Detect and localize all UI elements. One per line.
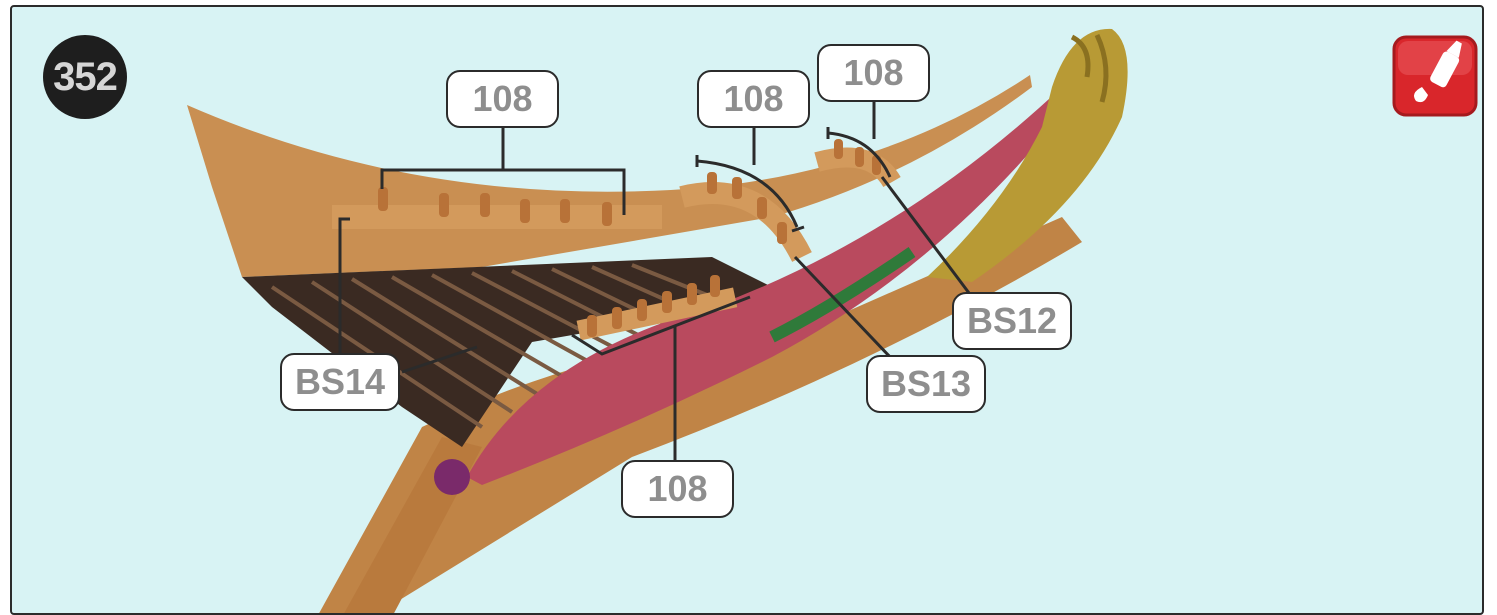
callout-part-bs13: BS13 xyxy=(866,355,986,413)
callout-part-bs12: BS12 xyxy=(952,292,1072,350)
callout-part-108-mid: 108 xyxy=(697,70,810,128)
instruction-panel: 352 108 108 108 108 BS14 BS13 BS12 xyxy=(10,5,1484,615)
step-number-badge: 352 xyxy=(43,35,127,119)
glue-bottle-icon xyxy=(1392,35,1478,117)
carving-decoration-bow xyxy=(434,459,470,495)
callout-part-108-bottom: 108 xyxy=(621,460,734,518)
callout-part-108-top-left: 108 xyxy=(446,70,559,128)
callout-part-108-right: 108 xyxy=(817,44,930,102)
callout-part-bs14: BS14 xyxy=(280,353,400,411)
